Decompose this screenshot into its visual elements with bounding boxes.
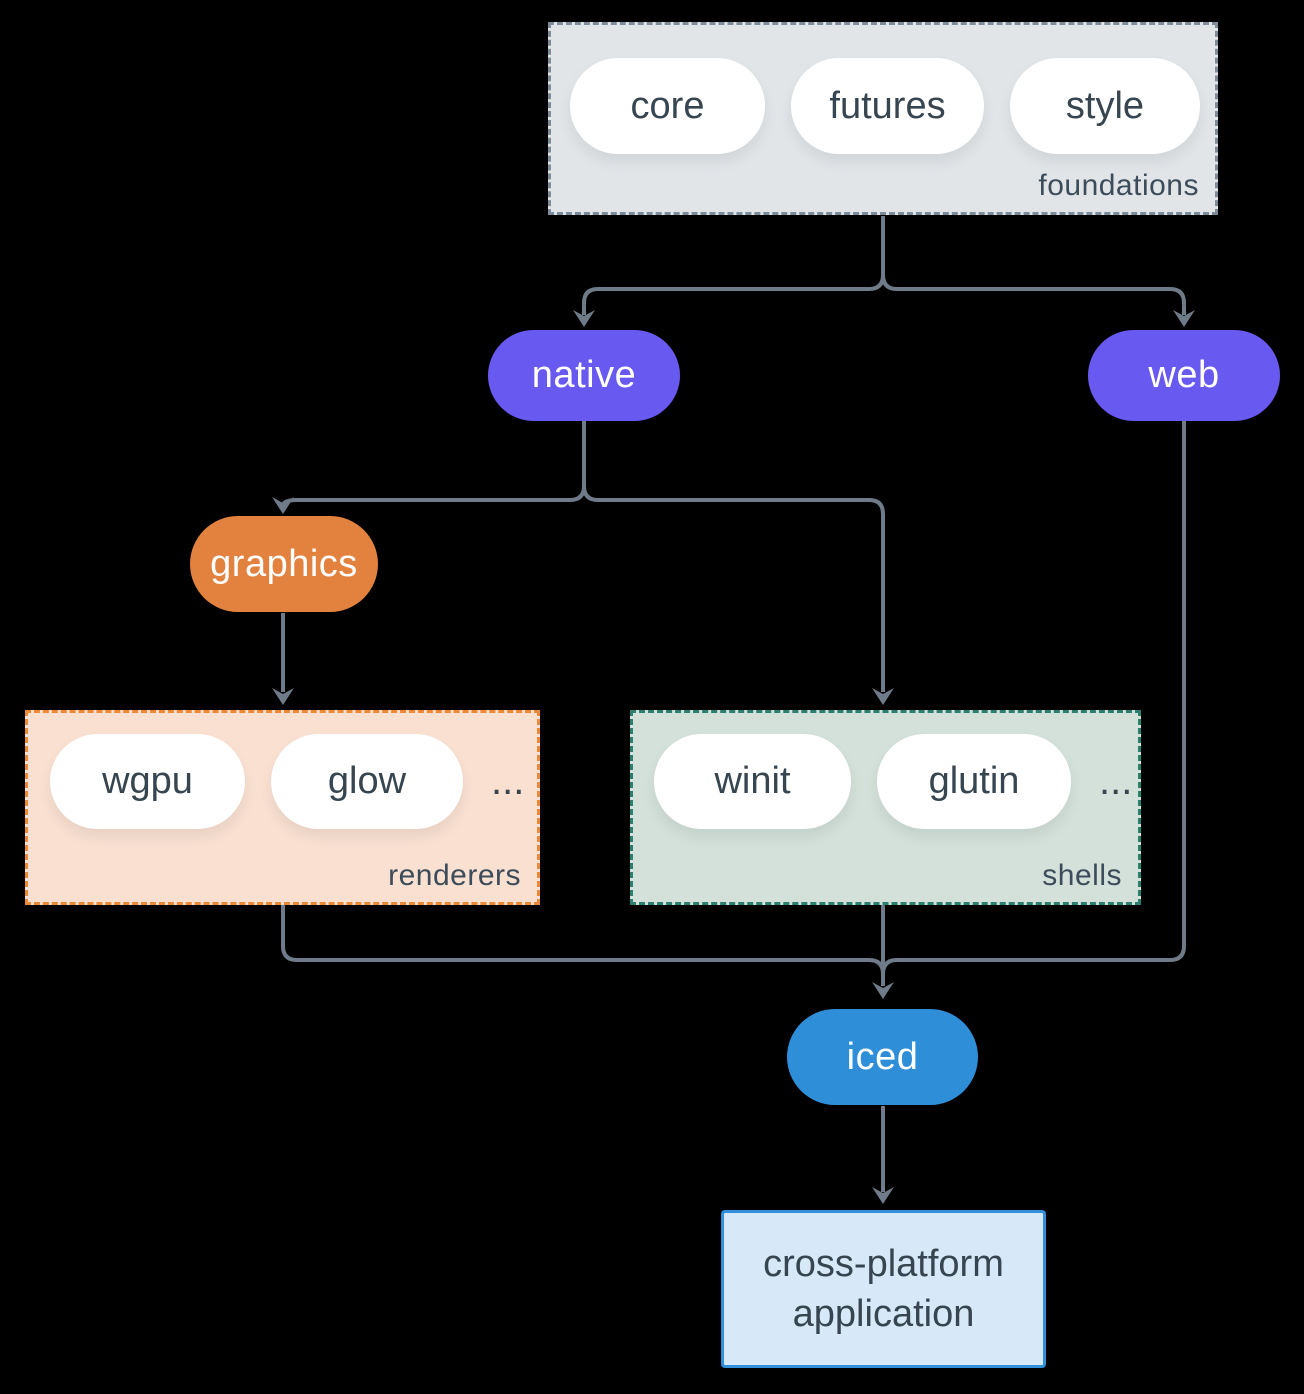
renderers-ellipsis: ... bbox=[491, 759, 525, 803]
arrowhead-app bbox=[872, 1187, 894, 1204]
pill-winit: winit bbox=[654, 734, 851, 829]
arrowhead-web bbox=[1173, 310, 1195, 327]
pill-futures: futures bbox=[791, 58, 984, 154]
node-native: native bbox=[488, 330, 680, 421]
edge-fork-to-native bbox=[582, 274, 885, 315]
renderers-pills: wgpu glow ... bbox=[50, 734, 524, 829]
foundations-pills: core futures style bbox=[570, 58, 1200, 154]
edge-fork2-to-graphics bbox=[281, 485, 586, 507]
arrowhead-iced bbox=[872, 982, 894, 999]
pill-core: core bbox=[570, 58, 765, 154]
shells-ellipsis: ... bbox=[1099, 759, 1133, 803]
pill-glutin: glutin bbox=[877, 734, 1071, 829]
foundations-label: foundations bbox=[1038, 169, 1199, 202]
node-web: web bbox=[1088, 330, 1280, 421]
edge-fork-to-web bbox=[881, 274, 1186, 315]
edge-renderers-to-merge bbox=[281, 903, 885, 975]
app-box: cross-platform application bbox=[721, 1210, 1046, 1368]
arrowhead-native bbox=[573, 310, 595, 327]
arrowhead-graphics bbox=[272, 497, 294, 514]
edge-fork2-to-shells bbox=[582, 485, 885, 692]
shells-group: winit glutin ... shells bbox=[630, 710, 1141, 905]
shells-label: shells bbox=[1042, 859, 1122, 892]
app-label: cross-platform application bbox=[763, 1243, 1004, 1335]
arrowhead-renderers bbox=[272, 688, 294, 705]
pill-glow: glow bbox=[271, 734, 463, 829]
node-iced: iced bbox=[787, 1009, 978, 1105]
arrowhead-shells bbox=[872, 688, 894, 705]
pill-wgpu: wgpu bbox=[50, 734, 245, 829]
renderers-label: renderers bbox=[388, 859, 521, 892]
pill-style: style bbox=[1010, 58, 1200, 154]
renderers-group: wgpu glow ... renderers bbox=[25, 710, 540, 905]
foundations-group: core futures style foundations bbox=[548, 22, 1218, 215]
shells-pills: winit glutin ... bbox=[654, 734, 1132, 829]
node-graphics: graphics bbox=[190, 516, 378, 612]
